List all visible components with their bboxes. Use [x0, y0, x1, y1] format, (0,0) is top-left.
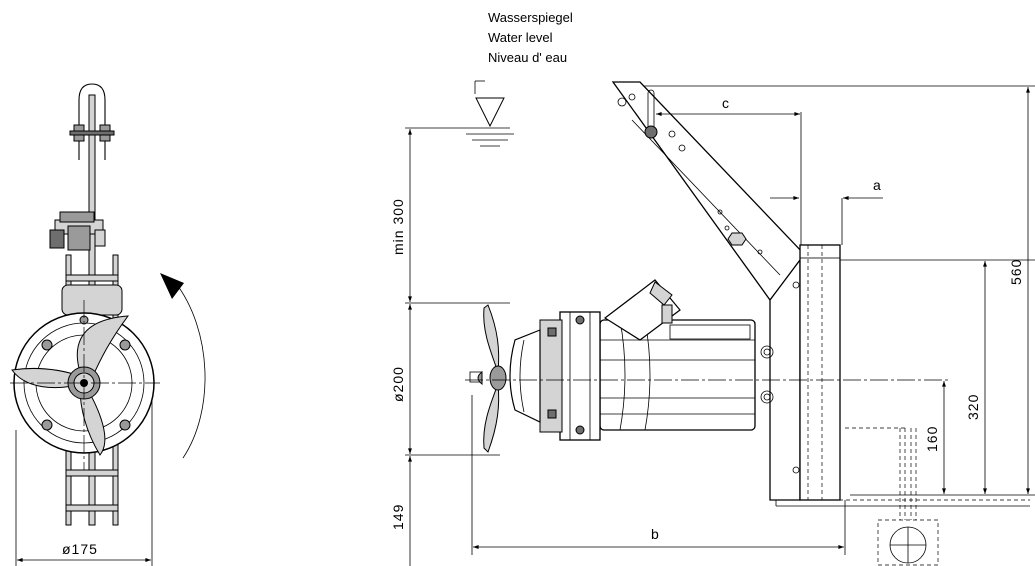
dim-c: c	[722, 95, 730, 111]
dim-320: 320	[965, 394, 981, 420]
front-view	[10, 83, 206, 566]
dim-560: 560	[1008, 259, 1024, 285]
dim-b: b	[651, 526, 660, 542]
dim-a: a	[873, 177, 882, 193]
dim-diameter-200: ø200	[390, 366, 406, 402]
water-level-symbol	[405, 80, 514, 147]
water-level-label-de: Wasserspiegel	[488, 10, 573, 25]
dim-160: 160	[924, 426, 940, 452]
dim-min-300: min 300	[390, 198, 406, 255]
water-level-label-fr: Niveau d' eau	[488, 50, 567, 65]
side-view	[405, 81, 1035, 566]
water-level-label-en: Water level	[488, 30, 553, 45]
dim-diameter-175: ø175	[62, 541, 98, 557]
dim-149: 149	[390, 504, 406, 530]
dimension-lines	[408, 87, 1030, 566]
